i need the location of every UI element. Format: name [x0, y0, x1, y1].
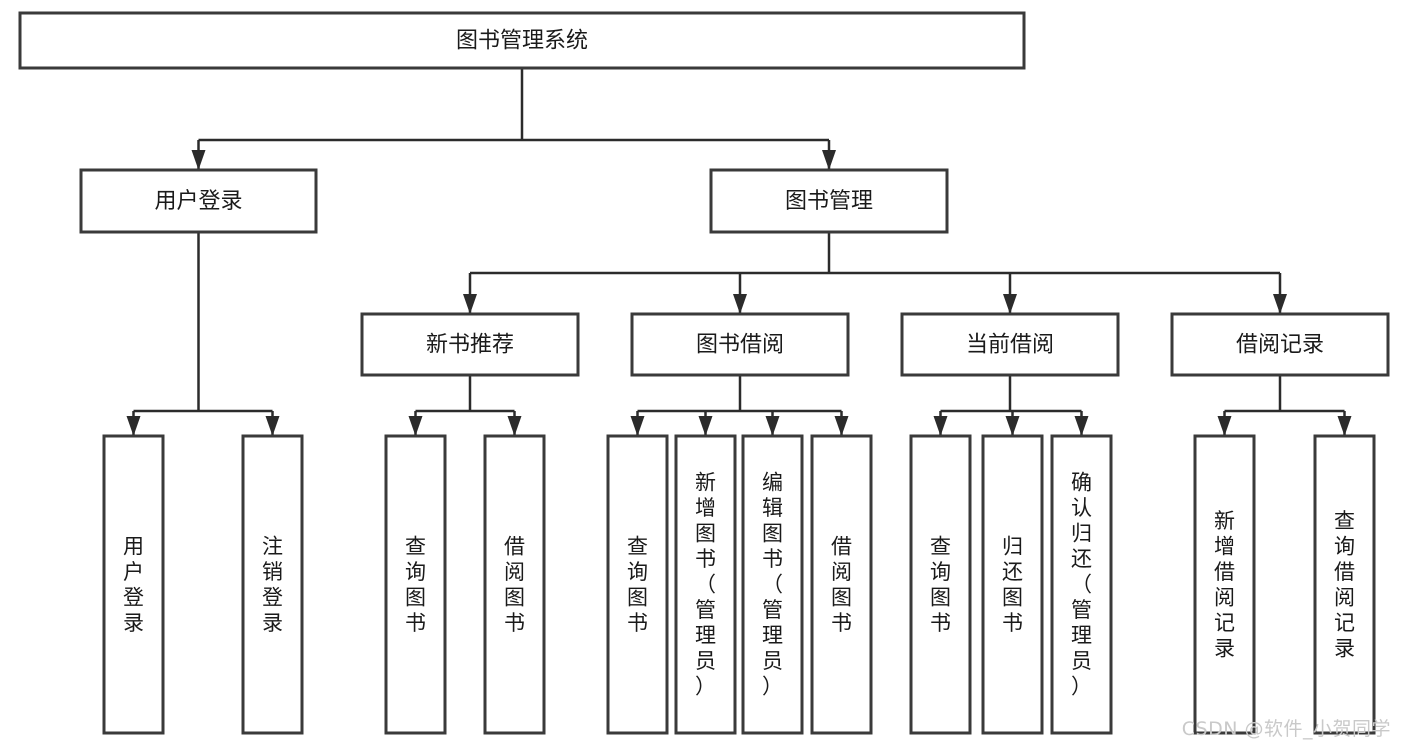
node-box-new-book-recommend[interactable] — [360, 312, 580, 377]
arrow-head-icon — [265, 416, 280, 436]
watermark-text: CSDN @软件_小贺同学 — [1181, 718, 1391, 740]
node-leaf-return-book[interactable]: 归还图书 — [981, 434, 1044, 735]
arrow-head-icon — [1273, 294, 1287, 314]
node-box-leaf-borrow-book-recommend[interactable] — [483, 434, 546, 735]
arrow-head-icon — [191, 150, 206, 170]
node-box-leaf-user-login[interactable] — [102, 434, 165, 735]
node-label-leaf-confirm-return-admin: 确认归还（管理员） — [1071, 471, 1092, 699]
node-leaf-edit-book-admin[interactable]: 编辑图书（管理员） — [741, 434, 804, 735]
node-box-leaf-return-book[interactable] — [981, 434, 1044, 735]
node-leaf-add-borrow-record[interactable]: 新增借阅记录 — [1193, 434, 1256, 735]
node-group: 图书管理系统用户登录图书管理新书推荐图书借阅当前借阅借阅记录用户登录注销登录查询… — [18, 11, 1390, 735]
node-leaf-borrow-book-recommend[interactable]: 借阅图书 — [483, 434, 546, 735]
arrow-head-icon — [630, 416, 645, 436]
arrow-head-icon — [933, 416, 948, 436]
node-label-leaf-query-book-current: 查询图书 — [930, 534, 951, 635]
node-box-leaf-query-book-recommend[interactable] — [384, 434, 447, 735]
arrow-head-icon — [126, 416, 141, 436]
node-leaf-logout[interactable]: 注销登录 — [241, 434, 304, 735]
node-borrow-records[interactable]: 借阅记录 — [1170, 312, 1390, 377]
node-box-leaf-query-book-current[interactable] — [909, 434, 972, 735]
node-label-leaf-edit-book-admin: 编辑图书（管理员） — [762, 471, 783, 699]
node-label-current-borrow: 当前借阅 — [966, 333, 1054, 358]
node-box-book-management[interactable] — [709, 168, 949, 234]
node-label-borrow-records: 借阅记录 — [1236, 333, 1324, 358]
arrow-head-icon — [1005, 416, 1020, 436]
arrow-head-icon — [698, 416, 713, 436]
node-new-book-recommend[interactable]: 新书推荐 — [360, 312, 580, 377]
arrow-head-icon — [1074, 416, 1089, 436]
node-root[interactable]: 图书管理系统 — [18, 11, 1026, 70]
node-label-leaf-query-book-recommend: 查询图书 — [405, 534, 426, 635]
node-label-leaf-add-borrow-record: 新增借阅记录 — [1214, 509, 1235, 661]
node-box-leaf-confirm-return-admin[interactable] — [1050, 434, 1113, 735]
node-book-management[interactable]: 图书管理 — [709, 168, 949, 234]
node-box-borrow-records[interactable] — [1170, 312, 1390, 377]
arrow-head-icon — [507, 416, 522, 436]
node-label-book-management: 图书管理 — [785, 189, 873, 214]
arrow-head-icon — [408, 416, 423, 436]
node-box-current-borrow[interactable] — [900, 312, 1120, 377]
node-leaf-borrow-book[interactable]: 借阅图书 — [810, 434, 873, 735]
node-label-leaf-user-login: 用户登录 — [123, 534, 144, 635]
connector-group — [126, 68, 1352, 436]
arrow-head-icon — [1003, 294, 1017, 314]
node-box-leaf-query-book-borrow[interactable] — [606, 434, 669, 735]
node-label-leaf-add-book-admin: 新增图书（管理员） — [695, 471, 716, 699]
arrow-head-icon — [733, 294, 747, 314]
arrow-head-icon — [1337, 416, 1352, 436]
node-label-leaf-return-book: 归还图书 — [1002, 534, 1023, 635]
node-label-leaf-borrow-book-recommend: 借阅图书 — [504, 534, 525, 635]
node-label-new-book-recommend: 新书推荐 — [426, 333, 514, 358]
node-box-user-login[interactable] — [79, 168, 318, 234]
node-leaf-query-book-current[interactable]: 查询图书 — [909, 434, 972, 735]
node-box-book-borrow[interactable] — [630, 312, 850, 377]
arrow-head-icon — [834, 416, 849, 436]
arrow-head-icon — [765, 416, 780, 436]
node-leaf-add-book-admin[interactable]: 新增图书（管理员） — [674, 434, 737, 735]
arrow-head-icon — [463, 294, 477, 314]
node-label-leaf-query-book-borrow: 查询图书 — [627, 534, 648, 635]
node-label-root: 图书管理系统 — [456, 29, 588, 54]
arrow-head-icon — [822, 150, 836, 170]
node-user-login[interactable]: 用户登录 — [79, 168, 318, 234]
node-current-borrow[interactable]: 当前借阅 — [900, 312, 1120, 377]
node-box-leaf-query-borrow-record[interactable] — [1313, 434, 1376, 735]
node-leaf-query-borrow-record[interactable]: 查询借阅记录 — [1313, 434, 1376, 735]
node-leaf-confirm-return-admin[interactable]: 确认归还（管理员） — [1050, 434, 1113, 735]
node-box-leaf-edit-book-admin[interactable] — [741, 434, 804, 735]
node-label-leaf-logout: 注销登录 — [262, 534, 283, 635]
node-leaf-query-book-recommend[interactable]: 查询图书 — [384, 434, 447, 735]
node-leaf-user-login[interactable]: 用户登录 — [102, 434, 165, 735]
node-box-leaf-add-book-admin[interactable] — [674, 434, 737, 735]
arrow-head-icon — [1217, 416, 1232, 436]
node-label-leaf-query-borrow-record: 查询借阅记录 — [1334, 509, 1355, 661]
node-box-leaf-add-borrow-record[interactable] — [1193, 434, 1256, 735]
node-leaf-query-book-borrow[interactable]: 查询图书 — [606, 434, 669, 735]
node-label-user-login: 用户登录 — [154, 189, 242, 214]
node-box-leaf-logout[interactable] — [241, 434, 304, 735]
node-label-leaf-borrow-book: 借阅图书 — [831, 534, 852, 635]
node-box-leaf-borrow-book[interactable] — [810, 434, 873, 735]
node-box-root[interactable] — [18, 11, 1026, 70]
node-book-borrow[interactable]: 图书借阅 — [630, 312, 850, 377]
node-label-book-borrow: 图书借阅 — [696, 333, 784, 358]
